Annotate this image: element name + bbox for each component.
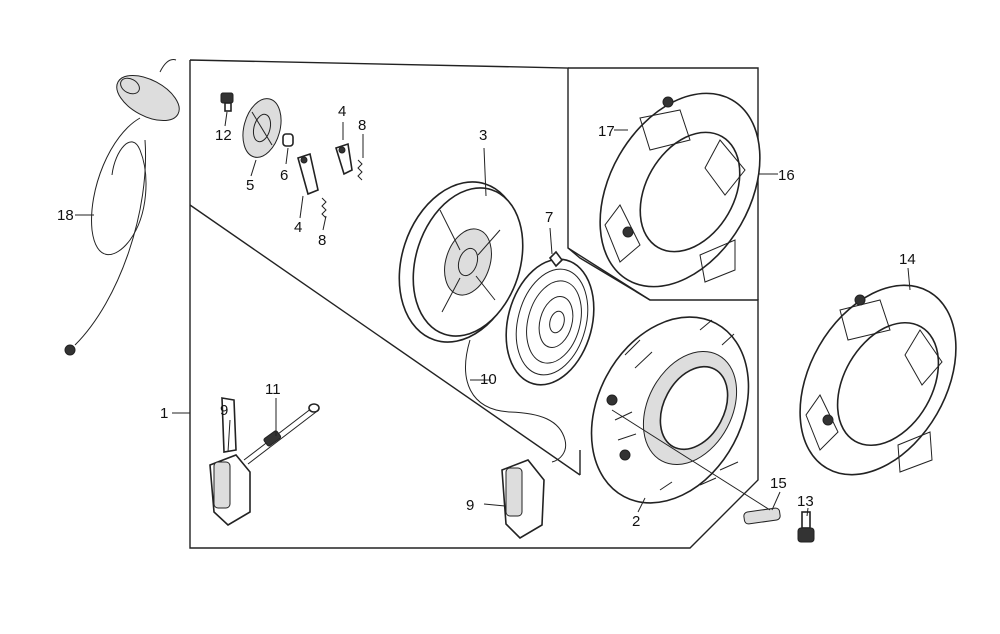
spring-8-lower [321, 197, 327, 219]
starter-cover-17 [599, 92, 761, 288]
callout-16: 16 [778, 167, 795, 184]
callout-9-right: 9 [466, 497, 474, 514]
stud-15 [743, 507, 781, 525]
callout-17: 17 [598, 123, 615, 140]
callout-13: 13 [797, 493, 814, 510]
callout-labels: 1 2 3 4 4 5 6 7 8 8 9 9 10 11 12 13 14 1… [57, 103, 916, 530]
spring-8-upper [357, 159, 363, 181]
grip-handle-9-right [501, 459, 545, 540]
callout-9-left: 9 [220, 402, 228, 419]
callout-14: 14 [899, 251, 916, 268]
callout-11: 11 [265, 381, 281, 398]
starter-handle-rope [64, 59, 180, 356]
grip-handle-9-left [209, 397, 251, 526]
assembly-boundary [189, 59, 759, 549]
callout-3: 3 [479, 127, 487, 144]
ratchet-4-lower [297, 152, 319, 196]
callout-18: 18 [57, 207, 74, 224]
reel-pulley-3 [398, 181, 524, 343]
callout-10: 10 [480, 371, 497, 388]
callout-4-lower: 4 [294, 219, 302, 236]
bolt-13 [797, 511, 815, 543]
bolt-11 [243, 403, 320, 465]
starter-cover-14 [799, 284, 957, 476]
callout-5: 5 [246, 177, 254, 194]
callout-12: 12 [215, 127, 232, 144]
callout-1: 1 [160, 405, 168, 422]
friction-plate-5 [242, 98, 282, 158]
callout-8-upper: 8 [358, 117, 366, 134]
spring-6 [282, 133, 294, 147]
callout-6: 6 [280, 167, 288, 184]
callout-2: 2 [632, 513, 640, 530]
callout-8-lower: 8 [318, 232, 326, 249]
starter-rope-10 [465, 339, 567, 463]
leader-lines [75, 111, 911, 517]
recoil-spring-7 [505, 250, 595, 386]
bolt-12 [220, 92, 234, 112]
callout-4-upper: 4 [338, 103, 346, 120]
callout-15: 15 [770, 475, 787, 492]
callout-7: 7 [545, 209, 553, 226]
ratchet-4-upper [335, 142, 353, 176]
starter-case-2 [590, 316, 750, 504]
